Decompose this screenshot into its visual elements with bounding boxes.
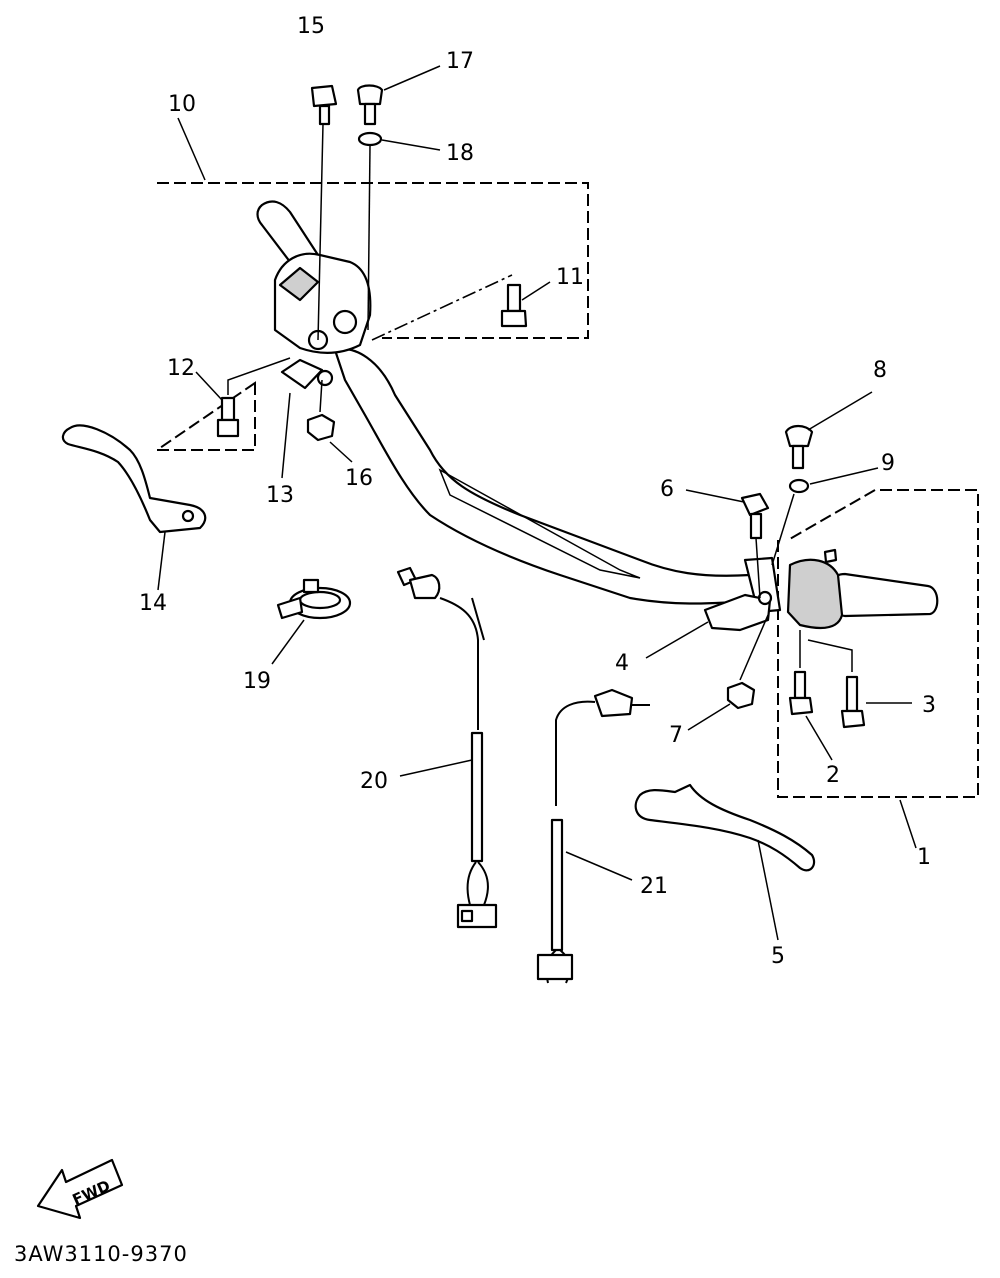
leader-7-line [739, 614, 769, 681]
right-handlebar-switch [703, 548, 939, 632]
callout-18: 18 [446, 141, 474, 166]
callout-10: 10 [168, 92, 196, 117]
callout-13: 13 [266, 483, 294, 508]
callout-15: 15 [297, 14, 325, 39]
screw-3-icon [840, 675, 866, 729]
callout-19: 19 [243, 669, 271, 694]
leader-3-line [807, 639, 853, 672]
left-switch-assembly-box [153, 182, 589, 451]
callout-21: 21 [640, 874, 668, 899]
callout-17: 17 [446, 49, 474, 74]
callout-leaders [157, 65, 917, 941]
callout-3: 3 [922, 693, 936, 718]
handlebar [333, 348, 762, 605]
leader-16 [319, 379, 323, 413]
bolt-8-icon [784, 424, 814, 470]
callout-labels: 10 15 17 18 11 12 13 16 14 19 20 21 5 8 … [139, 14, 936, 969]
callout-8: 8 [873, 358, 887, 383]
wire-harness-21 [536, 688, 650, 984]
callout-12: 12 [167, 356, 195, 381]
wire-harness-20 [396, 566, 498, 929]
leader-17 [367, 145, 371, 331]
left-lever-14 [61, 424, 207, 534]
callout-2: 2 [826, 763, 840, 788]
washer-9-icon [788, 478, 810, 494]
nut-16-icon [306, 413, 336, 442]
leader-8 [771, 493, 795, 566]
forward-arrow-icon: FWD [36, 1158, 124, 1220]
callout-16: 16 [345, 466, 373, 491]
screw-2-icon [788, 670, 814, 716]
nut-7-icon [726, 681, 756, 710]
drawing-code: 3AW3110-9370 [14, 1242, 188, 1266]
screw-11-icon [500, 283, 528, 328]
bolt-6-icon [740, 492, 770, 540]
callout-7: 7 [669, 723, 683, 748]
screw-12-icon [216, 396, 240, 438]
right-lever-5 [634, 783, 816, 872]
callout-9: 9 [881, 451, 895, 476]
callout-20: 20 [360, 769, 388, 794]
callout-1: 1 [917, 845, 931, 870]
callout-4: 4 [615, 651, 629, 676]
leader-6 [755, 537, 761, 599]
bolt-17-icon [356, 84, 384, 126]
callout-11: 11 [556, 265, 584, 290]
callout-6: 6 [660, 477, 674, 502]
callout-14: 14 [139, 591, 167, 616]
bolt-15-icon [310, 84, 338, 126]
leader-11 [371, 274, 513, 341]
right-switch-assembly-box [777, 489, 979, 798]
cable-clamp-19 [276, 578, 352, 620]
washer-18-icon [357, 131, 383, 147]
leader-15 [317, 123, 324, 341]
leader-12 [227, 357, 291, 395]
callout-5: 5 [771, 944, 785, 969]
